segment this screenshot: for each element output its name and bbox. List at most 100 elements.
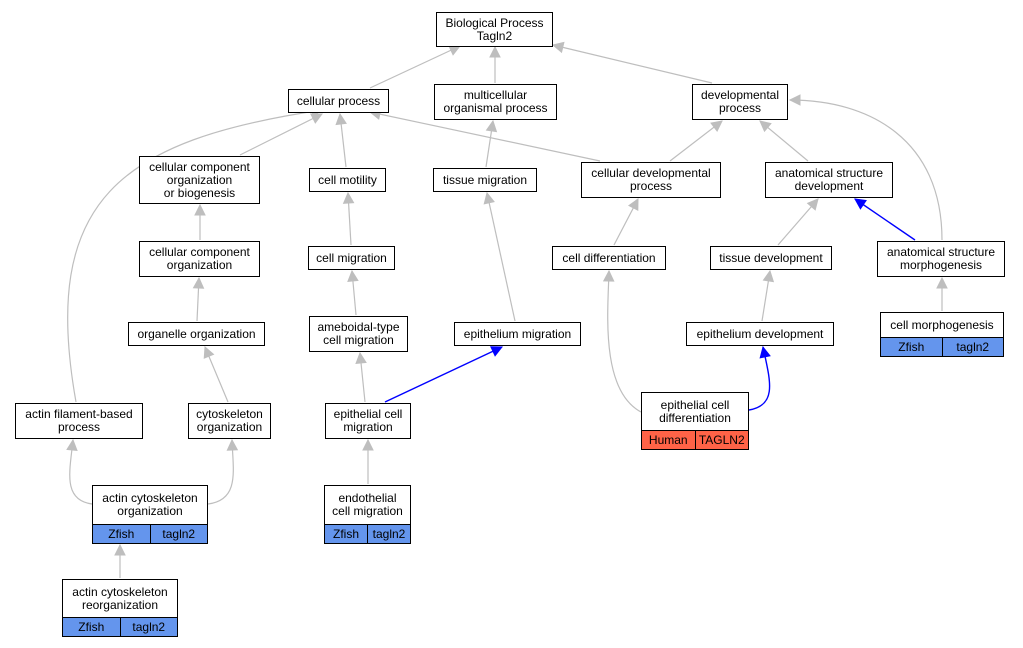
go-term-label: actin cytoskeleton reorganization [72, 584, 168, 612]
go-term-label: endothelial cell migration [332, 491, 403, 518]
edge-cell-morphogenesis-to-anatomical-structure-morphogenesis-arrowhead [936, 276, 948, 289]
edge-organelle-organization-to-cellular-component-organization [192, 276, 205, 322]
go-term-label: cellular developmental process [591, 166, 711, 193]
edge-anatomical-structure-development-to-developmental-process [759, 120, 809, 162]
go-term-node-cell-migration[interactable]: cell migration [308, 246, 395, 270]
annotation-gene: tagln2 [941, 338, 1003, 356]
go-term-label: developmental process [700, 88, 780, 115]
go-term-node-root[interactable]: Biological Process Tagln2 [436, 12, 553, 47]
go-term-node-anatomical-structure-development[interactable]: anatomical structure development [765, 162, 893, 198]
go-term-label: cytoskeleton organization [196, 407, 263, 434]
edge-epithelium-development-to-tissue-development-arrowhead [762, 269, 775, 283]
go-term-node-tissue-development[interactable]: tissue development [710, 246, 832, 270]
edge-developmental-process-to-root-arrowhead [551, 41, 565, 54]
go-term-label: epithelium development [696, 326, 824, 341]
go-term-node-epithelium-migration[interactable]: epithelium migration [454, 322, 581, 346]
go-term-node-epithelial-cell-migration[interactable]: epithelial cell migration [325, 403, 411, 439]
go-term-node-ameboidal-type-cell-migration[interactable]: ameboidal-type cell migration [309, 316, 408, 352]
go-term-node-cytoskeleton-organization[interactable]: cytoskeleton organization [188, 403, 271, 439]
go-term-node-cellular-developmental-process[interactable]: cellular developmental process [581, 162, 721, 198]
go-term-node-cellular-process[interactable]: cellular process [288, 89, 389, 113]
go-term-label: cell differentiation [562, 250, 656, 265]
go-term-label: cell morphogenesis [890, 317, 994, 332]
edge-epithelial-cell-migration-to-epithelium-migration [384, 346, 504, 403]
go-term-node-cell-motility[interactable]: cell motility [309, 168, 386, 192]
edge-ameboidal-type-cell-migration-to-cell-migration-arrowhead [347, 269, 359, 282]
annotation-gene: TAGLN2 [694, 431, 748, 449]
go-term-node-developmental-process[interactable]: developmental process [692, 84, 788, 120]
edge-epithelial-cell-differentiation-to-cell-differentiation [602, 269, 642, 413]
go-term-label: cellular component organization [149, 245, 250, 272]
edge-epithelial-cell-migration-to-ameboidal-type-cell-migration-arrowhead [355, 351, 367, 365]
go-term-label: actin cytoskeleton organization [102, 491, 198, 518]
edge-epithelial-cell-migration-to-ameboidal-type-cell-migration [355, 351, 367, 403]
edge-epithelial-cell-differentiation-to-cell-differentiation-arrowhead [602, 269, 615, 282]
edge-cellular-process-to-root-line [369, 45, 461, 89]
go-term-node-anatomical-structure-morphogenesis[interactable]: anatomical structure morphogenesis [877, 241, 1005, 277]
annotation-species: Zfish [63, 618, 120, 636]
go-term-node-cell-differentiation[interactable]: cell differentiation [552, 246, 666, 270]
edge-organelle-organization-to-cellular-component-organization-arrowhead [192, 276, 205, 289]
edge-epithelial-cell-migration-to-epithelium-migration-arrowhead [490, 346, 504, 357]
annotation-species: Human [642, 431, 695, 449]
edge-actin-cytoskeleton-reorganization-to-actin-cytoskeleton-organization [114, 543, 126, 578]
edge-endothelial-cell-migration-to-epithelial-cell-migration [362, 438, 374, 484]
edge-anatomical-structure-morphogenesis-to-anatomical-structure-development [854, 198, 916, 241]
edge-cytoskeleton-organization-to-organelle-organization [203, 345, 229, 403]
edge-actin-cytoskeleton-organization-to-cytoskeleton-organization-arrowhead [226, 438, 239, 451]
edge-epithelium-development-to-tissue-development [761, 269, 775, 322]
edge-epithelial-cell-differentiation-to-cell-differentiation-line [607, 270, 642, 413]
edge-cell-motility-to-cellular-process [335, 112, 347, 168]
edge-multicellular-organismal-process-to-root [489, 45, 501, 83]
go-term-label: epithelial cell differentiation [659, 397, 731, 425]
edge-actin-filament-based-process-to-cellular-process-line [67, 109, 323, 403]
go-term-node-cellular-component-organization[interactable]: cellular component organization [139, 241, 260, 277]
annotation-species: Zfish [93, 525, 150, 543]
edge-cell-morphogenesis-to-anatomical-structure-morphogenesis [936, 276, 948, 311]
edge-anatomical-structure-morphogenesis-to-developmental-process [788, 94, 943, 241]
annotation-species: Zfish [325, 525, 367, 543]
go-term-label: cell migration [316, 250, 387, 265]
edge-cellular-developmental-process-to-developmental-process [669, 120, 723, 162]
go-term-label: Biological Process Tagln2 [445, 15, 544, 43]
annotation-species: Zfish [881, 338, 942, 356]
edge-developmental-process-to-root [551, 41, 713, 84]
go-term-node-cellular-component-organization-or-biogenesis[interactable]: cellular component organization or bioge… [139, 156, 260, 204]
go-term-label: anatomical structure development [774, 166, 884, 193]
edge-anatomical-structure-morphogenesis-to-developmental-process-line [789, 99, 943, 241]
edge-anatomical-structure-development-to-developmental-process-arrowhead [759, 120, 772, 133]
edge-cell-migration-to-cell-motility-arrowhead [342, 191, 355, 204]
go-term-label: multicellular organismal process [443, 88, 548, 115]
edge-cell-differentiation-to-cellular-developmental-process [613, 198, 639, 246]
annotation-gene: tagln2 [149, 525, 207, 543]
go-term-node-multicellular-organismal-process[interactable]: multicellular organismal process [434, 84, 557, 120]
annotation-gene: tagln2 [119, 618, 177, 636]
edge-tissue-development-to-anatomical-structure-development-arrowhead [806, 198, 819, 211]
edge-anatomical-structure-morphogenesis-to-anatomical-structure-development-arrowhead [854, 198, 867, 210]
go-term-node-organelle-organization[interactable]: organelle organization [128, 322, 265, 346]
edge-actin-cytoskeleton-organization-to-actin-filament-based-process [66, 438, 93, 505]
go-term-label: ameboidal-type cell migration [317, 320, 400, 347]
edge-cellular-component-organization-to-cellular-component-organization-or-biogenesis [194, 203, 206, 240]
go-term-node-actin-filament-based-process[interactable]: actin filament-based process [15, 403, 143, 439]
go-term-label: epithelium migration [463, 326, 572, 341]
edge-cellular-developmental-process-to-cellular-process-line [369, 111, 601, 162]
go-term-label: tissue migration [442, 172, 528, 187]
edge-tissue-migration-to-multicellular-organismal-process-arrowhead [485, 119, 498, 133]
edge-epithelial-cell-differentiation-to-epithelium-development [748, 345, 771, 411]
go-term-label: epithelial cell migration [333, 407, 403, 434]
edge-cellular-component-organization-or-biogenesis-to-cellular-process-line [239, 113, 323, 156]
go-term-node-epithelium-development[interactable]: epithelium development [686, 322, 834, 346]
go-term-node-tissue-migration[interactable]: tissue migration [433, 168, 537, 192]
edge-epithelial-cell-differentiation-to-epithelium-development-arrowhead [759, 345, 771, 359]
edge-epithelial-cell-migration-to-epithelium-migration-line [384, 346, 503, 403]
